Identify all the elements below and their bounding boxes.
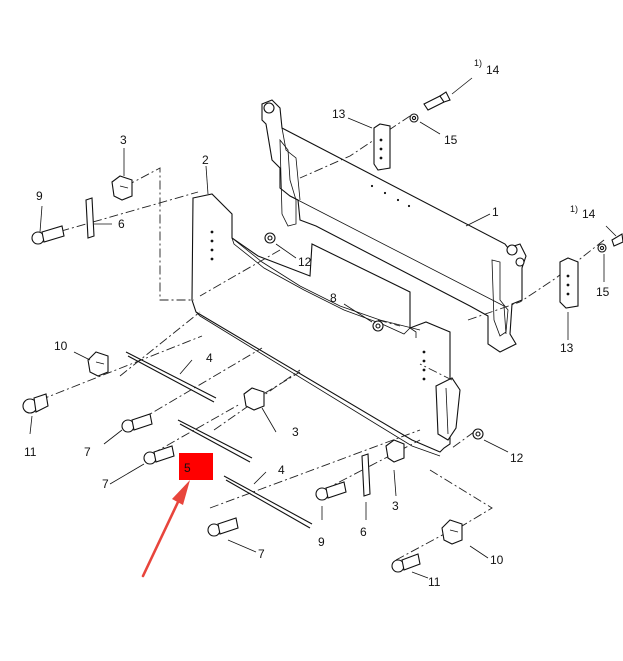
arrow-head-icon bbox=[172, 480, 190, 505]
label-14: 14 bbox=[582, 207, 596, 221]
bolt-11-left bbox=[22, 393, 49, 414]
bracket-top bbox=[373, 123, 391, 171]
assembly-lines bbox=[39, 115, 605, 561]
bolt-9-left bbox=[31, 225, 65, 245]
label-7: 7 bbox=[102, 477, 109, 491]
clip-3-lower bbox=[385, 439, 405, 463]
label-12: 12 bbox=[298, 255, 312, 269]
footnote-mark: 1) bbox=[474, 58, 482, 68]
bolt-7-upper bbox=[121, 413, 153, 433]
label-4: 4 bbox=[278, 463, 285, 477]
label-5: 5 bbox=[184, 461, 191, 475]
label-15: 15 bbox=[444, 133, 458, 147]
strip-4-upper bbox=[125, 351, 217, 403]
nut-12-lower bbox=[472, 428, 484, 440]
strip-4-lower bbox=[223, 475, 313, 529]
label-2: 2 bbox=[202, 153, 209, 167]
back-frame-panel bbox=[261, 99, 527, 353]
bolt-9-lower bbox=[315, 481, 347, 501]
label-14: 14 bbox=[486, 63, 500, 77]
label-4: 4 bbox=[206, 351, 213, 365]
clip-3-middle bbox=[243, 387, 265, 411]
label-9: 9 bbox=[36, 189, 43, 203]
label-9: 9 bbox=[318, 535, 325, 549]
label-3: 3 bbox=[292, 425, 299, 439]
part-labels: 1 2 3 3 3 4 4 6 6 7 7 7 8 9 9 10 10 11 1… bbox=[24, 58, 610, 589]
rod-6-left bbox=[85, 197, 95, 239]
pointer-arrow bbox=[141, 480, 190, 578]
spacer-10-right bbox=[441, 519, 463, 545]
label-11: 11 bbox=[24, 445, 37, 459]
label-15: 15 bbox=[596, 285, 610, 299]
label-6: 6 bbox=[360, 525, 367, 539]
label-1: 1 bbox=[492, 205, 499, 219]
label-10: 10 bbox=[54, 339, 68, 353]
label-3: 3 bbox=[392, 499, 399, 513]
leader-lines bbox=[29, 77, 617, 579]
highlight-box bbox=[179, 453, 213, 480]
bolt-7-lower bbox=[207, 517, 239, 537]
rod-6-right bbox=[361, 453, 371, 497]
bracket-right bbox=[559, 257, 579, 309]
label-11: 11 bbox=[428, 575, 441, 589]
clip-3-upper bbox=[111, 175, 133, 201]
front-plate bbox=[191, 193, 461, 457]
arrow-shaft bbox=[141, 500, 180, 578]
label-12: 12 bbox=[510, 451, 524, 465]
label-13: 13 bbox=[332, 107, 346, 121]
label-7: 7 bbox=[84, 445, 91, 459]
bolt-7-middle bbox=[143, 445, 175, 465]
nut-12-upper bbox=[264, 232, 276, 244]
highlight-part-5: 5 bbox=[179, 453, 213, 480]
strip-5 bbox=[177, 419, 253, 463]
label-13: 13 bbox=[560, 341, 574, 355]
bolt-14-top bbox=[409, 91, 451, 123]
footnote-mark: 1) bbox=[570, 204, 578, 214]
label-3: 3 bbox=[120, 133, 127, 147]
label-6: 6 bbox=[118, 217, 125, 231]
spacer-10-left bbox=[87, 351, 109, 377]
label-10: 10 bbox=[490, 553, 504, 567]
label-7: 7 bbox=[258, 547, 265, 561]
bolt-11-lower bbox=[391, 553, 421, 573]
bolt-14-right bbox=[597, 233, 623, 253]
nut-8 bbox=[372, 320, 384, 332]
label-8: 8 bbox=[330, 291, 337, 305]
